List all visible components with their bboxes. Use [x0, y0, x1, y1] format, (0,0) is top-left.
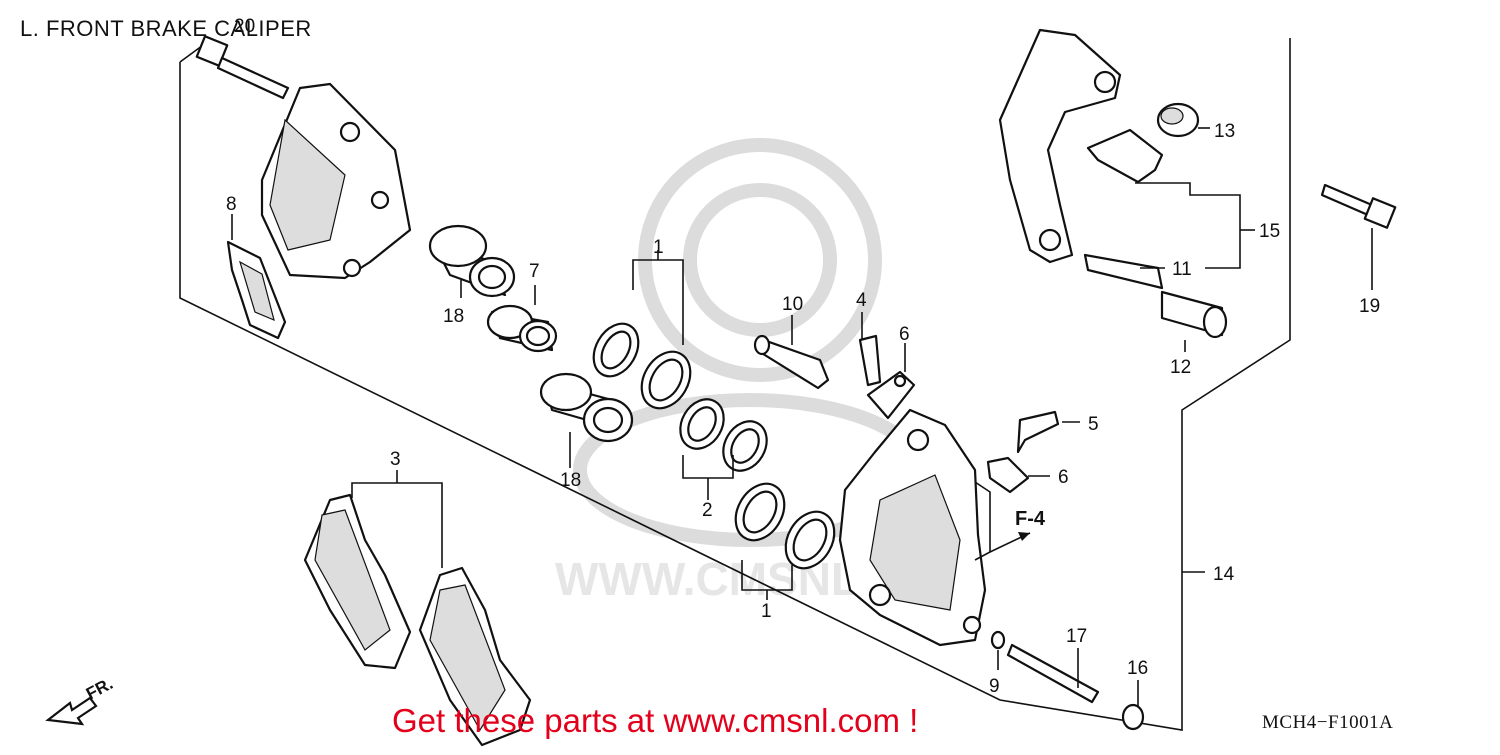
caliper-cover: [260, 82, 412, 280]
part-6-cap-upper: [866, 370, 916, 420]
callout-18-upper: 18: [443, 306, 464, 327]
part-7-bushing: [486, 304, 558, 353]
part-3-pad-inner: [303, 493, 412, 670]
callout-2: 2: [702, 500, 713, 521]
callout-7: 7: [529, 261, 540, 282]
callout-15: 15: [1259, 221, 1280, 242]
part-3-pad-outer: [418, 566, 532, 747]
part-15-retainer: [1086, 128, 1164, 184]
callout-labels: 1 2 1 3 4 5 6 6 7 8 9 10 11 12 13 14 15 …: [226, 16, 1380, 697]
callout-5: 5: [1088, 414, 1099, 435]
callout-leaders: [231, 127, 1373, 706]
callout-20: 20: [234, 16, 255, 37]
part-1-seal-lower: [734, 482, 836, 570]
callout-14: 14: [1213, 564, 1235, 585]
callout-12: 12: [1170, 357, 1191, 378]
part-20-bolt: [195, 35, 290, 100]
part-18-collar-upper: [428, 224, 516, 298]
callout-11: 11: [1172, 259, 1192, 280]
part-18-collar-lower: [539, 372, 634, 443]
part-8-pad-spring: [226, 240, 287, 340]
reference-marker: F-4: [1015, 508, 1046, 530]
part-17-pin: [1006, 643, 1100, 704]
part-6-cap-lower: [986, 456, 1030, 494]
part-9-washer: [990, 630, 1006, 650]
part-5-bleeder: [1016, 410, 1060, 454]
part-2-seal: [679, 398, 768, 472]
callout-18-lower: 18: [560, 470, 581, 491]
callout-13: 13: [1214, 121, 1235, 142]
part-13-boot: [1156, 102, 1200, 138]
diagram-code: MCH4−F1001A: [1262, 712, 1394, 733]
callout-4: 4: [856, 290, 867, 311]
callout-3: 3: [390, 449, 401, 470]
part-10-pin: [753, 334, 830, 390]
front-direction-arrow: FR.: [45, 674, 116, 726]
diagram-title: L. FRONT BRAKE CALIPER: [20, 16, 312, 41]
part-11-pin: [1083, 253, 1164, 290]
part-4-bleeder: [858, 334, 882, 387]
callout-6-lower: 6: [1058, 467, 1069, 488]
part-19-bolt: [1320, 183, 1397, 229]
callout-6-upper: 6: [899, 324, 910, 345]
callout-1-lower: 1: [761, 601, 772, 622]
caliper-body: [838, 408, 987, 647]
part-12-boot: [1160, 290, 1228, 339]
caliper-bracket: [998, 28, 1122, 264]
part-16-plug: [1121, 703, 1145, 731]
callout-19: 19: [1359, 296, 1380, 317]
callout-9: 9: [989, 676, 1000, 697]
callout-17: 17: [1066, 626, 1087, 647]
callout-16: 16: [1127, 658, 1148, 679]
callout-8: 8: [226, 194, 237, 215]
callout-1-upper: 1: [653, 237, 664, 258]
callout-10: 10: [782, 294, 803, 315]
part-1-seal-upper: [592, 322, 692, 410]
cta-link[interactable]: Get these parts at www.cmsnl.com !: [392, 702, 919, 739]
